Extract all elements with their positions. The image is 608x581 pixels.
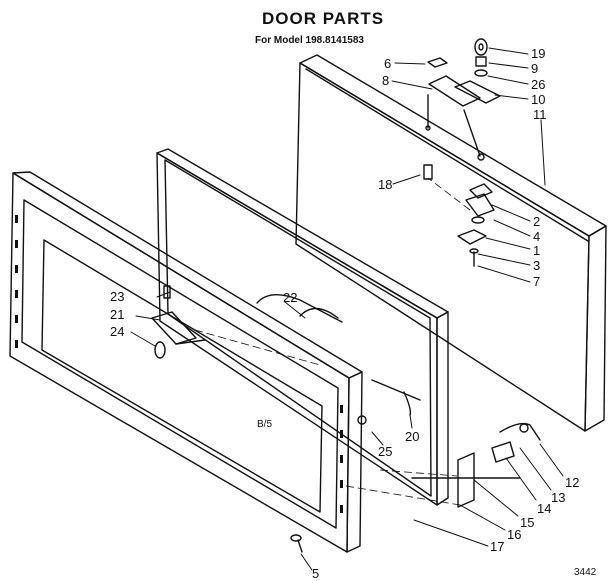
- wiring-harness: [257, 295, 420, 424]
- callout-9: 9: [531, 61, 539, 76]
- page-title: DOOR PARTS: [262, 9, 385, 28]
- callout-7: 7: [533, 274, 541, 289]
- callout-5: 5: [312, 566, 320, 581]
- outer-door-panel: [296, 55, 606, 431]
- callout-17: 17: [490, 539, 505, 554]
- inner-label: B/5: [257, 419, 273, 430]
- hinge-assembly-lower: [412, 424, 540, 507]
- drawing-number: 3442: [574, 567, 597, 578]
- callout-10: 10: [531, 92, 546, 107]
- callout-21: 21: [110, 307, 125, 322]
- door-glass-frame: [157, 149, 448, 505]
- callout-15: 15: [520, 515, 535, 530]
- callout-4: 4: [533, 229, 541, 244]
- callout-20: 20: [405, 429, 420, 444]
- callout-13: 13: [551, 490, 566, 505]
- callout-6: 6: [384, 56, 392, 71]
- callout-8: 8: [382, 73, 390, 88]
- callout-11: 11: [533, 107, 547, 122]
- callout-22: 22: [283, 290, 298, 305]
- callout-19: 19: [531, 46, 546, 61]
- callout-25: 25: [378, 444, 393, 459]
- callout-14: 14: [537, 501, 552, 516]
- callout-1: 1: [533, 243, 541, 258]
- callout-26: 26: [531, 77, 546, 92]
- model-subtitle: For Model 198.8141583: [255, 35, 364, 46]
- callout-16: 16: [507, 527, 522, 542]
- callout-12: 12: [565, 475, 580, 490]
- callout-18: 18: [378, 177, 393, 192]
- callout-2: 2: [533, 214, 541, 229]
- screw-5: [291, 535, 302, 552]
- hinge-hardware-top: [424, 39, 500, 179]
- hinge-hardware-side: [458, 184, 494, 266]
- callout-24: 24: [110, 324, 125, 339]
- inner-door-liner: [10, 172, 362, 552]
- callout-23: 23: [110, 289, 125, 304]
- callout-3: 3: [533, 258, 541, 273]
- leader-lines: [131, 48, 563, 570]
